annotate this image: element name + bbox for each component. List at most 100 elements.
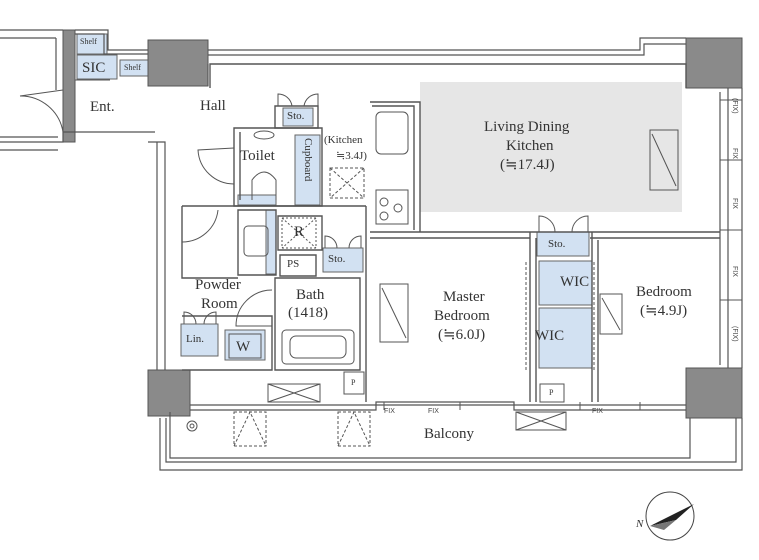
hall-storage-doors <box>277 93 319 107</box>
ps-label: PS <box>287 258 300 270</box>
washer-area <box>224 329 266 361</box>
p-box-1 <box>343 371 365 395</box>
toilet-tank <box>253 130 275 140</box>
drain-hatch-2 <box>337 410 371 447</box>
window-marks <box>383 99 742 410</box>
linen-doors <box>183 311 217 325</box>
column-top-left <box>147 39 209 87</box>
kitchen-storage-doors <box>324 235 362 249</box>
sliding-doors <box>379 129 679 370</box>
ldk-label-1: Living Dining <box>484 119 570 135</box>
ldk-wall-panel <box>649 129 679 191</box>
fix-label-4: FIX <box>384 408 395 415</box>
compass <box>645 491 695 541</box>
column-bottom-right <box>685 367 743 419</box>
storage-areas <box>76 33 593 369</box>
bedroom-storage-label: Sto. <box>548 238 566 250</box>
bedroom-storage-doors <box>538 215 589 233</box>
bedroom-size-label: (≒4.9J) <box>640 303 688 319</box>
fridge-label: R <box>294 224 305 240</box>
bedroom-storage-area <box>536 231 590 257</box>
kitchen-storage-area <box>322 247 364 273</box>
toilet-label: Toilet <box>240 148 275 164</box>
washer-label: W <box>236 339 251 355</box>
fix-paren-label-1: (FIX) <box>730 98 738 114</box>
ac-unit-2 <box>515 411 567 431</box>
balcony-units <box>186 371 567 447</box>
washbasin <box>243 225 269 257</box>
bedroom-label: Bedroom <box>636 284 692 300</box>
wic-label-2: WIC <box>535 328 565 344</box>
fridge <box>281 217 317 249</box>
hall-label: Hall <box>200 98 226 114</box>
master-label-1: Master <box>443 289 485 305</box>
kitchen-hood <box>329 167 365 199</box>
shelf-label-2: Shelf <box>124 63 141 72</box>
bathtub <box>281 329 355 365</box>
bathtub-inner <box>289 335 347 359</box>
linen-label: Lin. <box>186 333 205 345</box>
stove <box>375 189 409 225</box>
toilet-shelf-area <box>237 194 277 206</box>
fix-label-3: FIX <box>730 266 738 277</box>
outline <box>0 29 743 471</box>
p-label-1: P <box>351 378 356 387</box>
linen-area <box>180 323 219 357</box>
kitchen-storage-label: Sto. <box>328 253 346 265</box>
sic-label: SIC <box>82 60 106 76</box>
doors <box>19 79 589 327</box>
drain-hatch-1 <box>233 410 267 447</box>
fix-label-6: FIX <box>592 408 603 415</box>
bath-size-label: (1418) <box>288 305 328 321</box>
balcony-label: Balcony <box>424 426 474 442</box>
hall-storage-label: Sto. <box>287 110 305 122</box>
cupboard-area <box>294 134 321 206</box>
kitchen-fixtures <box>281 111 409 249</box>
wic-label-1: WIC <box>560 274 590 290</box>
toilet-bowl <box>251 171 277 200</box>
bath-label: Bath <box>296 287 325 303</box>
shelf-label-1: Shelf <box>80 37 97 46</box>
bath-fixtures <box>228 130 355 365</box>
sink <box>375 111 409 155</box>
ac-unit-1 <box>267 383 321 403</box>
column-sic <box>62 29 76 143</box>
fix-label-2: FIX <box>730 198 738 209</box>
fix-paren-label-2: (FIX) <box>730 326 738 342</box>
wic-1-area <box>538 260 593 306</box>
toilet-door <box>197 147 235 185</box>
ldk-size-label: (≒17.4J) <box>500 157 555 173</box>
powder-label-1: Powder <box>195 277 241 293</box>
washer-machine <box>228 333 262 359</box>
p-label-2: P <box>549 388 554 397</box>
column-top-right <box>685 37 743 89</box>
bedroom-closet <box>599 293 623 335</box>
powder-label-2: Room <box>201 296 238 312</box>
ldk-label-2: Kitchen <box>506 138 554 154</box>
wic-2-area <box>538 307 593 369</box>
drain <box>186 420 198 432</box>
p-box-2 <box>539 383 565 403</box>
kitchen-size-label: ≒3.4J) <box>336 150 367 162</box>
sic-area <box>76 54 118 80</box>
master-closet <box>379 283 409 343</box>
ldk-floor <box>420 82 682 212</box>
column-bottom-left <box>147 369 191 417</box>
entrance-label: Ent. <box>90 99 115 115</box>
hall-storage-area <box>282 107 314 127</box>
interior-walls <box>181 63 720 402</box>
burner-2 <box>393 203 403 213</box>
master-label-2: Bedroom <box>434 308 490 324</box>
kitchen-name-label: (Kitchen <box>324 134 363 146</box>
entrance-door <box>19 89 64 133</box>
master-size-label: (≒6.0J) <box>438 327 486 343</box>
powder-door <box>181 206 219 243</box>
burner-1 <box>379 197 389 207</box>
fix-label-5: FIX <box>428 408 439 415</box>
compass-label: N <box>636 518 644 530</box>
bath-door <box>235 289 273 327</box>
burner-3 <box>379 211 389 221</box>
fix-label-1: FIX <box>730 148 738 159</box>
cupboard-label: Cupboard <box>301 138 314 182</box>
